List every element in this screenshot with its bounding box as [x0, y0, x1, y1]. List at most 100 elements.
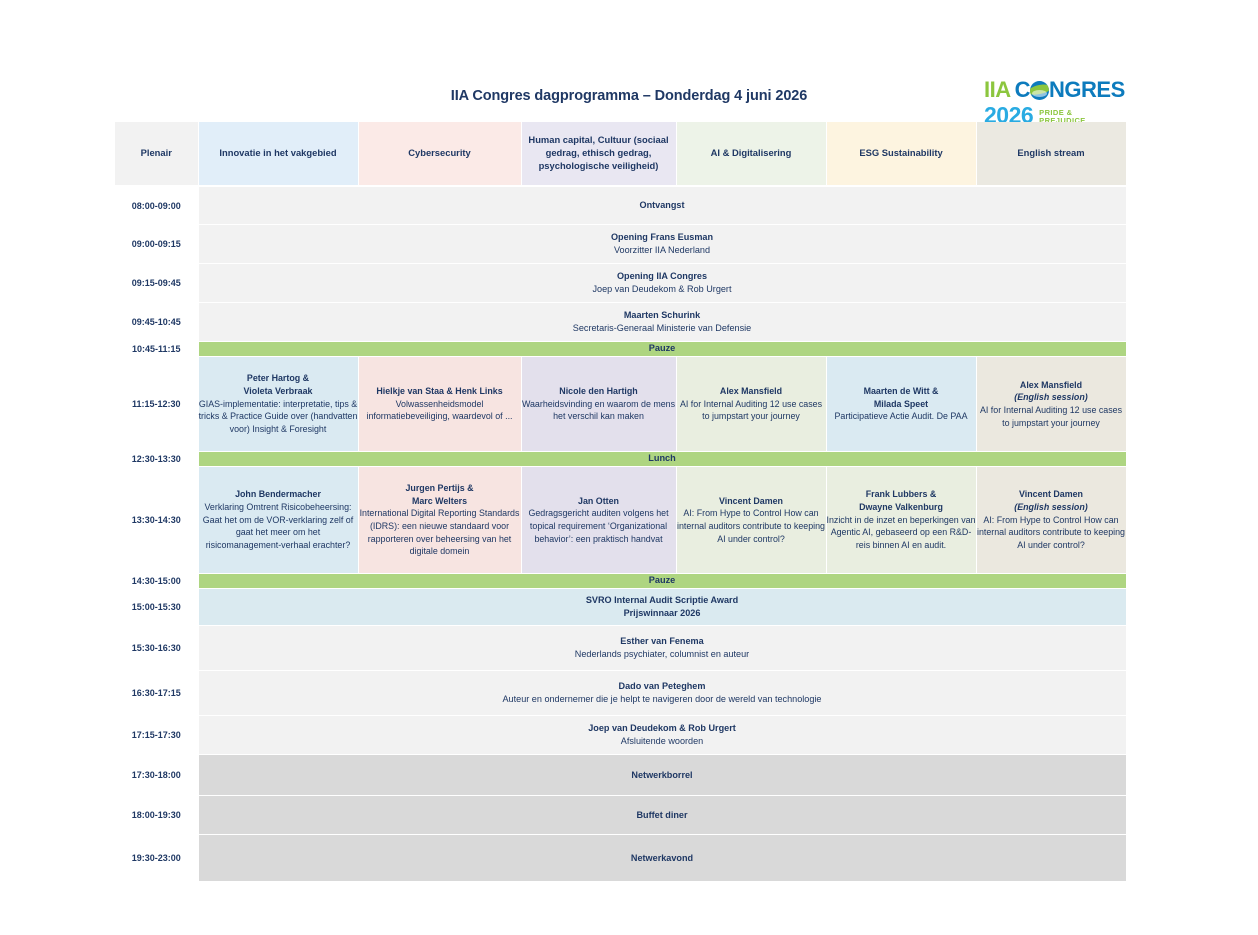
english-session-note: (English session) [1014, 502, 1088, 513]
session-title: Ontvangst [639, 200, 685, 211]
session-human-capital-1115: Nicole den Hartigh Waarheidsvinding en w… [521, 356, 677, 452]
logo-tagline: PRIDE & PREJUDICE [1039, 109, 1086, 127]
speaker-name-line1: Peter Hartog & [246, 373, 310, 384]
time-slot: 15:30-16:30 [115, 625, 199, 671]
session-description: Inzicht in de inzet en beperkingen van A… [826, 514, 976, 550]
session-title: SVRO Internal Audit Scriptie Award [585, 595, 739, 606]
session-netwerkavond: Netwerkavond [198, 834, 1127, 882]
table-row: 09:15-09:45 Opening IIA Congres Joep van… [115, 263, 1127, 303]
time-slot: 18:00-19:30 [115, 795, 199, 835]
session-description: Gedragsgericht auditen volgens het topic… [528, 508, 669, 544]
session-afsluiting: Joep van Deudekom & Rob Urgert Afsluiten… [198, 715, 1127, 755]
speaker-name-line2: Violeta Verbraak [243, 386, 313, 397]
session-buffet-diner: Buffet diner [198, 795, 1127, 835]
table-row: 13:30-14:30 John Bendermacher Verklaring… [115, 466, 1127, 574]
session-title: Opening IIA Congres [616, 271, 708, 282]
session-cybersecurity-1115: Hielkje van Staa & Henk Links Volwassenh… [358, 356, 522, 452]
time-slot: 09:15-09:45 [115, 263, 199, 303]
session-svro-award: SVRO Internal Audit Scriptie Award Prijs… [198, 588, 1127, 626]
speaker-name-line1: John Bendermacher [235, 489, 321, 500]
session-description: GIAS-implementatie: interpretatie, tips … [198, 398, 358, 434]
session-description: AI: From Hype to Control How can interna… [676, 508, 825, 544]
logo-iia-text: IIA [984, 77, 1011, 102]
session-esther-van-fenema: Esther van Fenema Nederlands psychiater,… [198, 625, 1127, 671]
break-pauze-morning: Pauze [198, 341, 1127, 357]
table-row: 16:30-17:15 Dado van Peteghem Auteur en … [115, 670, 1127, 716]
break-lunch: Lunch [198, 451, 1127, 467]
speaker-name-line1: Alex Mansfield [719, 386, 783, 397]
table-row: 08:00-09:00 Ontvangst [115, 186, 1127, 225]
speaker-name-line1: Nicole den Hartigh [559, 386, 638, 397]
session-subtitle: Joep van Deudekom & Rob Urgert [592, 284, 732, 294]
time-slot: 15:00-15:30 [115, 588, 199, 626]
table-header-row: Plenair Innovatie in het vakgebied Cyber… [115, 122, 1127, 187]
speaker-name-line2: Marc Welters [411, 495, 468, 506]
speaker-name-line1: Jan Otten [578, 495, 619, 506]
session-innovatie-1330: John Bendermacher Verklaring Omtrent Ris… [198, 466, 359, 574]
time-slot: 12:30-13:30 [115, 451, 199, 467]
session-title: Esther van Fenema [620, 636, 704, 647]
table-row: 09:00-09:15 Opening Frans Eusman Voorzit… [115, 224, 1127, 264]
session-opening-frans-eusman: Opening Frans Eusman Voorzitter IIA Nede… [198, 224, 1127, 264]
logo-year-row: 2026 PRIDE & PREJUDICE [984, 103, 1136, 127]
iia-congres-logo: IIA C NGRES 2026 PRIDE & PREJUDICE [984, 78, 1136, 127]
column-header-ai-digitalisering: AI & Digitalisering [676, 122, 827, 187]
logo-tagline-line2: PREJUDICE [1039, 116, 1086, 126]
column-header-esg: ESG Sustainability [826, 122, 977, 187]
table-row: 10:45-11:15 Pauze [115, 341, 1127, 357]
speaker-name-line2: Dwayne Valkenburg [859, 502, 943, 513]
column-header-innovatie: Innovatie in het vakgebied [198, 122, 359, 187]
time-slot: 13:30-14:30 [115, 466, 199, 574]
table-row: 15:30-16:30 Esther van Fenema Nederlands… [115, 625, 1127, 671]
session-description: Participatieve Actie Audit. De PAA [834, 411, 968, 422]
time-slot: 08:00-09:00 [115, 186, 199, 225]
time-slot: 14:30-15:00 [115, 573, 199, 589]
session-ontvangst: Ontvangst [198, 186, 1127, 225]
page-header: IIA Congres dagprogramma – Donderdag 4 j… [0, 0, 1258, 127]
session-english-1115: Alex Mansfield (English session) AI for … [976, 356, 1127, 452]
table-row: 11:15-12:30 Peter Hartog & Violeta Verbr… [115, 356, 1127, 452]
logo-tagline-line1: PRIDE & [1039, 108, 1073, 118]
time-slot: 10:45-11:15 [115, 341, 199, 357]
session-title: Buffet diner [636, 809, 688, 820]
table-row: 19:30-23:00 Netwerkavond [115, 834, 1127, 882]
table-row: 18:00-19:30 Buffet diner [115, 795, 1127, 835]
session-subtitle: Nederlands psychiater, columnist en aute… [574, 649, 750, 659]
session-description: AI for Internal Auditing 12 use cases to… [679, 398, 823, 422]
session-ai-1330: Vincent Damen AI: From Hype to Control H… [676, 466, 827, 574]
session-innovatie-1115: Peter Hartog & Violeta Verbraak GIAS-imp… [198, 356, 359, 452]
globe-icon [1030, 80, 1050, 100]
session-description: AI for Internal Auditing 12 use cases to… [979, 405, 1123, 428]
break-pauze-afternoon: Pauze [198, 573, 1127, 589]
table-row: 15:00-15:30 SVRO Internal Audit Scriptie… [115, 588, 1127, 626]
speaker-name-line1: Vincent Damen [1019, 489, 1083, 500]
speaker-name-line1: Jurgen Pertijs & [405, 483, 474, 494]
session-title: Netwerkavond [630, 852, 694, 863]
session-description: Volwassenheidsmodel informatiebeveiligin… [366, 398, 513, 422]
session-maarten-schurink: Maarten Schurink Secretaris-Generaal Min… [198, 302, 1127, 342]
session-description: Verklaring Omtrent Risicobeheersing: Gaa… [202, 502, 354, 550]
column-header-plenair: Plenair [115, 122, 199, 187]
logo-ngres-text: NGRES [1049, 77, 1125, 102]
session-subtitle: Prijswinnaar 2026 [623, 608, 701, 618]
time-slot: 19:30-23:00 [115, 834, 199, 882]
session-description: International Digital Reporting Standard… [359, 508, 520, 557]
session-esg-1330: Frank Lubbers & Dwayne Valkenburg Inzich… [826, 466, 977, 574]
speaker-name-line1: Hielkje van Staa & Henk Links [376, 386, 503, 397]
session-title: Joep van Deudekom & Rob Urgert [588, 723, 736, 734]
session-description: Waarheidsvinding en waarom de mens het v… [521, 398, 676, 422]
session-description: AI: From Hype to Control How can interna… [976, 514, 1125, 550]
session-title: Maarten Schurink [623, 310, 701, 321]
session-title: Netwerkborrel [631, 769, 693, 780]
speaker-name-line2: Milada Speet [873, 398, 929, 409]
time-slot: 17:30-18:00 [115, 754, 199, 796]
table-row: 17:30-18:00 Netwerkborrel [115, 754, 1127, 796]
session-subtitle: Auteur en ondernemer die je helpt te nav… [502, 694, 822, 704]
speaker-name-line1: Maarten de Witt & [863, 386, 939, 397]
session-title: Dado van Peteghem [618, 681, 706, 692]
time-slot: 17:15-17:30 [115, 715, 199, 755]
time-slot: 16:30-17:15 [115, 670, 199, 716]
logo-wordmark-row: IIA C NGRES [984, 78, 1136, 102]
column-header-english-stream: English stream [976, 122, 1127, 187]
time-slot: 09:00-09:15 [115, 224, 199, 264]
